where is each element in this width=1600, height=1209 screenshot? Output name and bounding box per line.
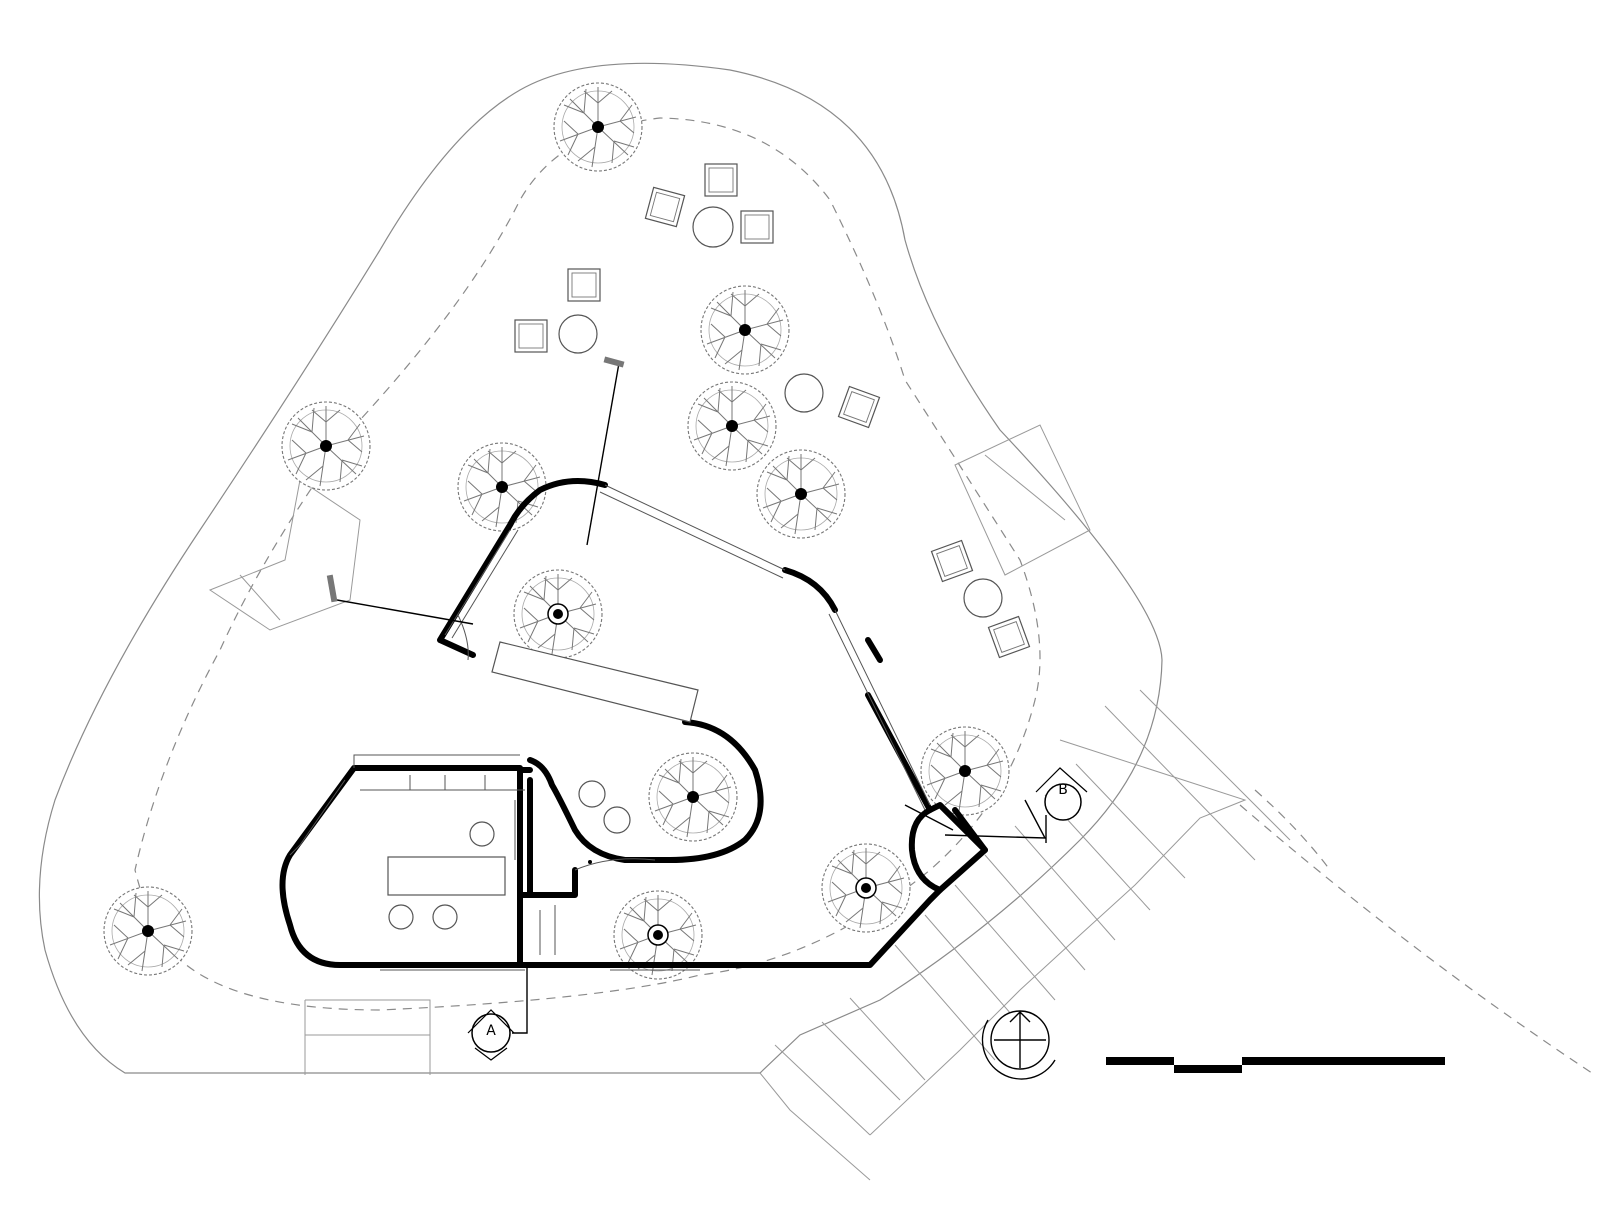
outdoor-furniture: [514, 163, 1031, 659]
trees: [103, 82, 1010, 980]
site-boundary: [38, 62, 1163, 1074]
north-arrow-icon: [981, 1010, 1056, 1080]
section-marker-b: B: [1035, 767, 1088, 843]
section-marker-a: A: [467, 965, 528, 1061]
landscape-edge: [134, 117, 1041, 1011]
section-label-b: B: [1058, 782, 1068, 798]
pavilion-wall: [437, 478, 608, 658]
fence: [326, 356, 1047, 839]
parking-area: [208, 424, 1596, 1181]
section-label-a: A: [486, 1023, 496, 1039]
building: [279, 478, 988, 971]
scale-bar-icon: [1106, 1057, 1445, 1073]
